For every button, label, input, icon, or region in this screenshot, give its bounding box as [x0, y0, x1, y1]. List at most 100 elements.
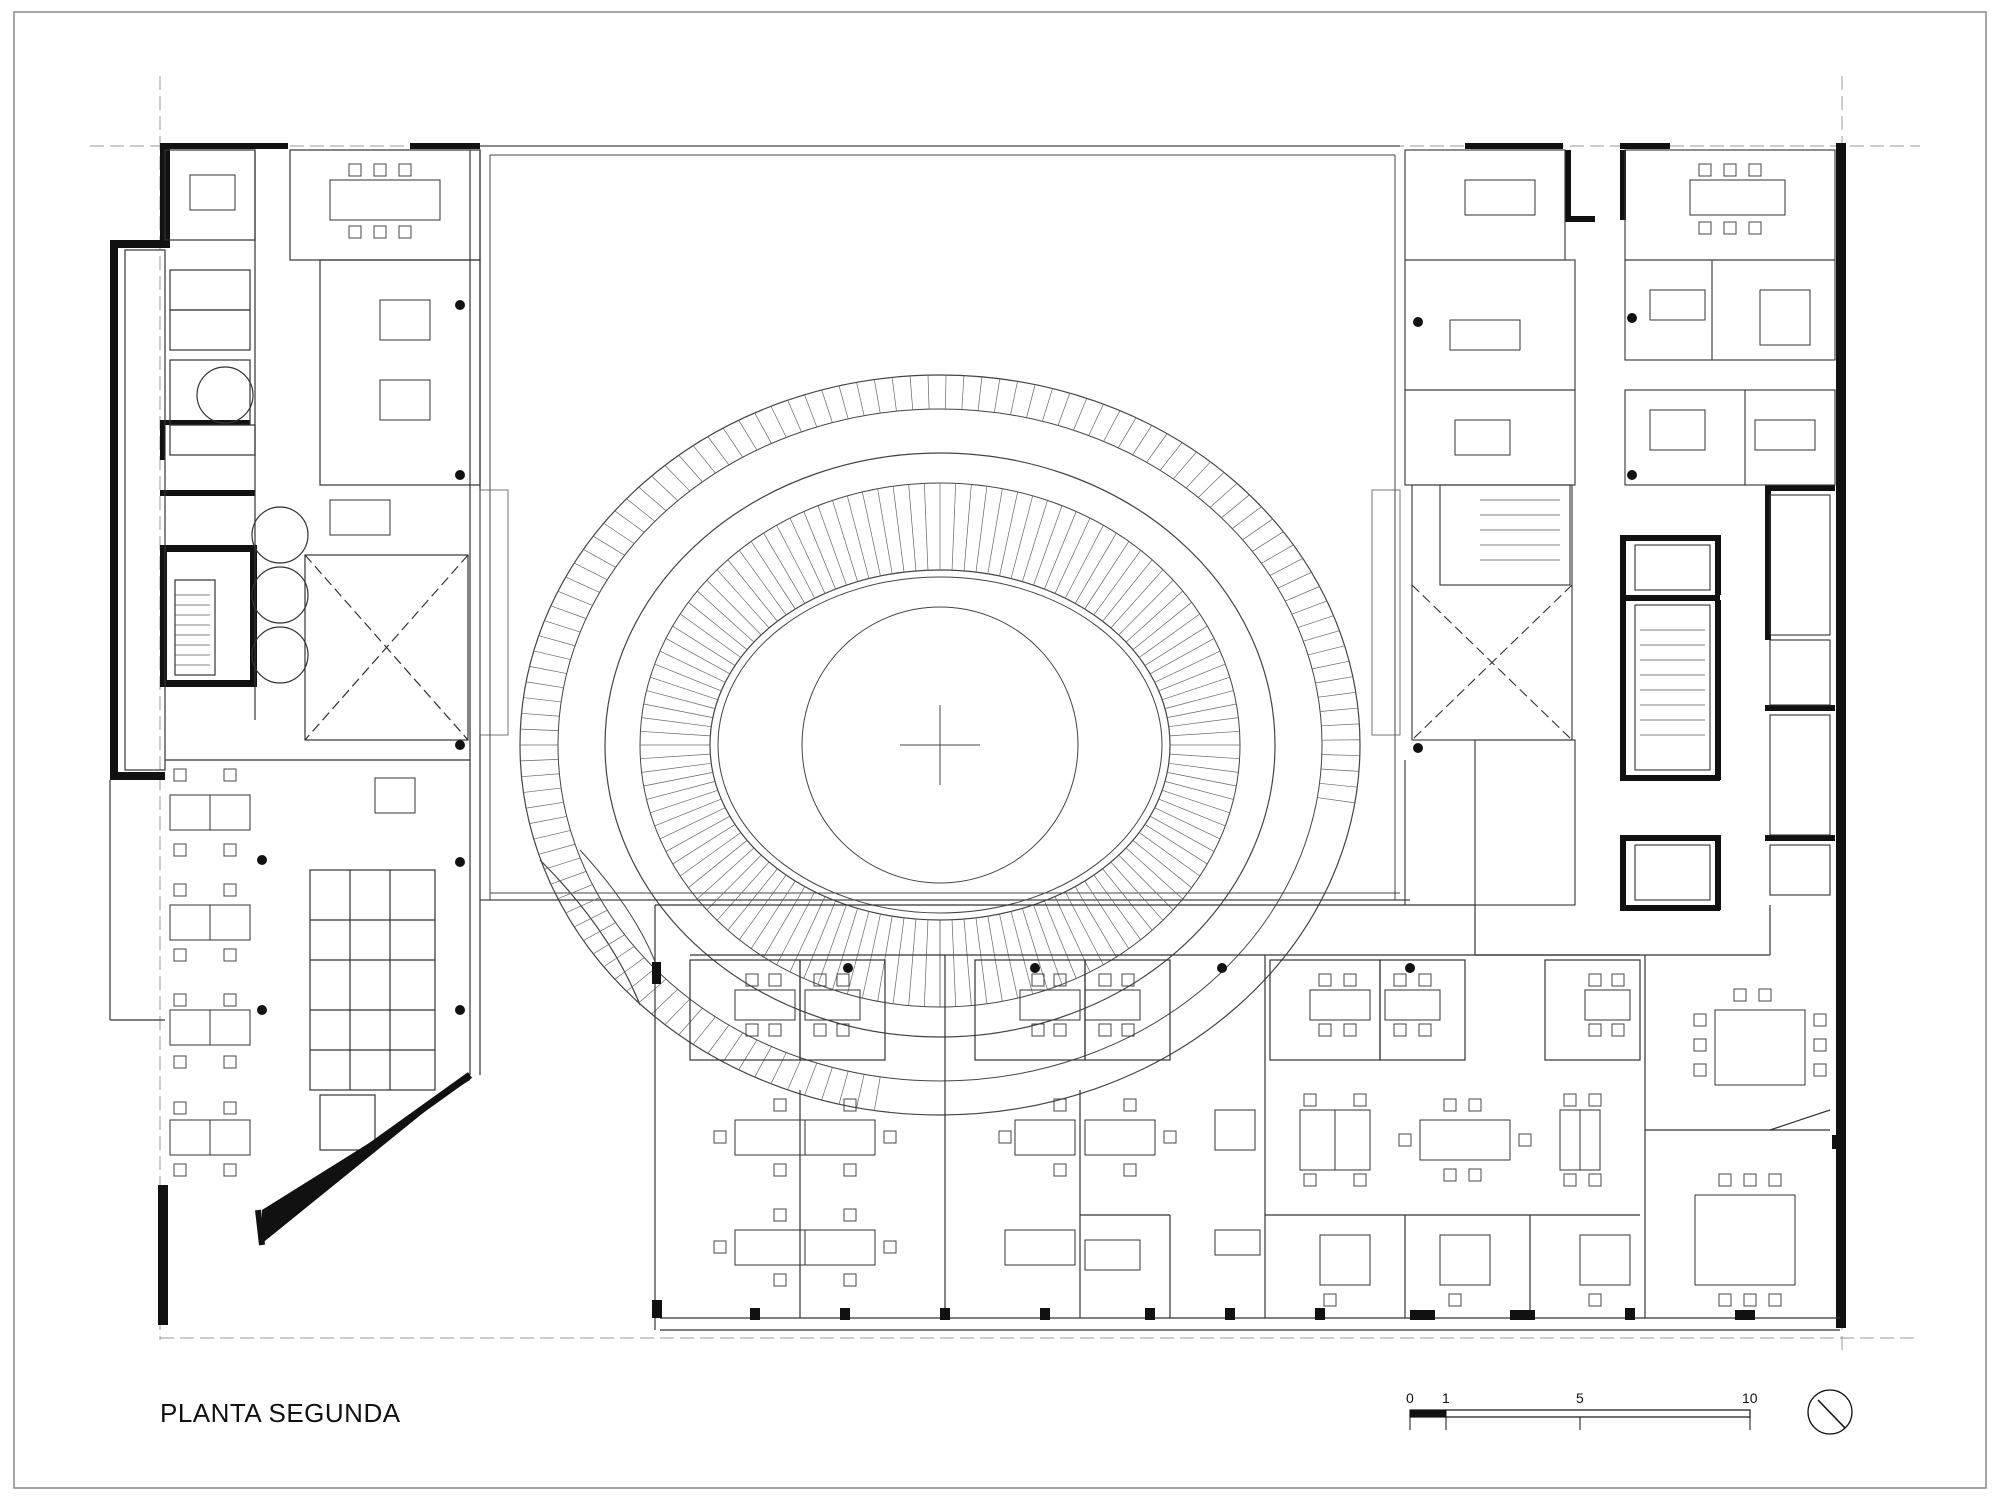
- ramp-step-line: [651, 989, 678, 1015]
- north-arrow-icon: [1807, 1389, 1853, 1435]
- ramp-step-line: [1084, 541, 1130, 610]
- ramp-step-line: [583, 549, 616, 568]
- ramp-step-line: [550, 871, 587, 885]
- ramp-step-line: [1144, 625, 1208, 666]
- ramp-step-line: [1074, 886, 1117, 958]
- ramp-step-line: [1164, 690, 1234, 709]
- ramp-step-line: [646, 690, 716, 709]
- ramp-step-line: [1261, 544, 1294, 564]
- ramp-step-line: [1312, 660, 1350, 670]
- ramp-step-line: [862, 491, 881, 577]
- ramp-step-line: [1144, 824, 1208, 865]
- ramp-step-line: [1169, 730, 1240, 737]
- ramp-step-line: [776, 891, 816, 965]
- ramp-step-line: [877, 488, 893, 574]
- ramp-step-line: [574, 909, 608, 928]
- ramp-step-line: [533, 650, 571, 660]
- ramp-step-line: [1073, 398, 1088, 431]
- ramp-step-line: [1277, 572, 1312, 589]
- ramp-step-line: [664, 998, 691, 1025]
- ramp-step-line: [727, 868, 778, 931]
- ramp-step-line: [738, 874, 787, 940]
- ramp-step-line: [846, 911, 870, 995]
- left-wing: [109, 143, 481, 1325]
- ramp-step-line: [975, 486, 988, 573]
- ramp-step-line: [770, 1052, 787, 1084]
- ramp-step-line: [692, 445, 716, 474]
- ramp-step-line: [640, 753, 711, 760]
- ramp-step-line: [665, 815, 731, 852]
- ramp-step-line: [1033, 505, 1063, 586]
- ramp-step-line: [1064, 525, 1104, 599]
- ramp-step-line: [832, 908, 858, 990]
- ramp-step-line: [665, 638, 731, 675]
- ramp-step-line: [776, 525, 816, 599]
- ramp-step-line: [603, 946, 635, 968]
- ramp-step-line: [574, 562, 608, 581]
- ramp-step-line: [1242, 518, 1273, 541]
- ramp-step-line: [654, 663, 722, 692]
- ramp-step-line: [706, 854, 762, 911]
- ramp-step-line: [763, 886, 806, 958]
- ramp-step-line: [927, 375, 930, 410]
- ramp-step-line: [583, 922, 616, 941]
- ramp-step-line: [1084, 880, 1130, 949]
- ramp-step-line: [961, 375, 965, 410]
- ramp-step-line: [664, 465, 691, 492]
- ramp-step-line: [804, 1062, 818, 1096]
- ramp-step-line: [738, 550, 787, 616]
- ramp-step-line: [1064, 891, 1104, 965]
- ramp-step-line: [538, 635, 576, 647]
- ramp-step-line: [521, 773, 560, 778]
- ramp-step-line: [1054, 517, 1091, 594]
- ramp-step-line: [722, 1032, 744, 1063]
- ramp-step-line: [557, 590, 593, 606]
- ramp-step-line: [1321, 768, 1359, 772]
- ramp-step-line: [975, 917, 988, 1004]
- ramp-step-line: [803, 900, 836, 979]
- ramp-step-line: [963, 484, 972, 571]
- ramp-step-line: [923, 483, 929, 571]
- ramp-step-line: [804, 394, 818, 428]
- ramp-step-line: [1303, 630, 1340, 642]
- sheet-frame: [13, 11, 1987, 1489]
- ramp-step-line: [1168, 762, 1239, 773]
- ramp-step-line: [754, 412, 772, 444]
- ramp-step-line: [640, 730, 711, 737]
- ramp-step-line: [529, 666, 567, 674]
- ramp-step-line: [1093, 874, 1142, 940]
- ramp-step-line: [1117, 417, 1137, 449]
- ramp-step-line: [838, 385, 849, 419]
- ramp-step-line: [526, 801, 564, 809]
- ramp-step-line: [908, 919, 917, 1006]
- ramp-step-line: [1167, 772, 1237, 787]
- ramp-step-line: [1185, 461, 1211, 489]
- ramp-step-line: [672, 625, 736, 666]
- ramp-step-line: [1118, 579, 1174, 636]
- ramp-step-line: [672, 824, 736, 865]
- ramp-step-line: [651, 475, 678, 501]
- ramp-step-line: [846, 495, 870, 579]
- ramp-step-line: [565, 576, 600, 593]
- ramp-step-line: [1269, 558, 1303, 576]
- ramp-step-line: [963, 919, 972, 1006]
- ramp-step-line: [838, 1071, 849, 1105]
- ramp-step-line: [999, 913, 1018, 999]
- ramp-step-line: [892, 917, 905, 1004]
- ramp-step-line: [1164, 781, 1234, 800]
- right-wing: [1404, 143, 1846, 1328]
- ramp-step-line: [638, 978, 667, 1004]
- ramp-step-line: [1307, 645, 1345, 656]
- ramp-step-line: [523, 787, 562, 793]
- ramp-step-line: [544, 620, 581, 633]
- ramp-step-line: [1033, 904, 1063, 985]
- ramp-step-line: [1154, 807, 1221, 840]
- ramp-step-line: [987, 488, 1003, 574]
- ramp-step-line: [1054, 896, 1091, 973]
- ramp-step-line: [1319, 782, 1358, 788]
- ramp-step-line: [544, 857, 581, 870]
- ramp-step-line: [789, 896, 826, 973]
- ramp-step-line: [727, 559, 778, 622]
- ramp-step-line: [1169, 753, 1240, 760]
- ramp-step-line: [520, 728, 559, 731]
